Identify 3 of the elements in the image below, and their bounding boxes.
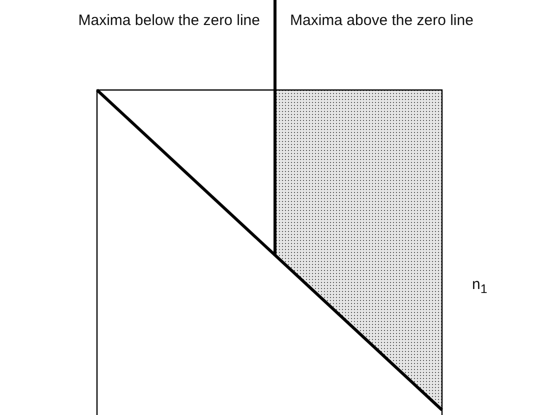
region-label: Maxima above the zero line xyxy=(290,12,474,29)
axis-label: n$_{1}$ xyxy=(472,276,488,296)
region-label: Maxima below the zero line xyxy=(78,12,260,29)
